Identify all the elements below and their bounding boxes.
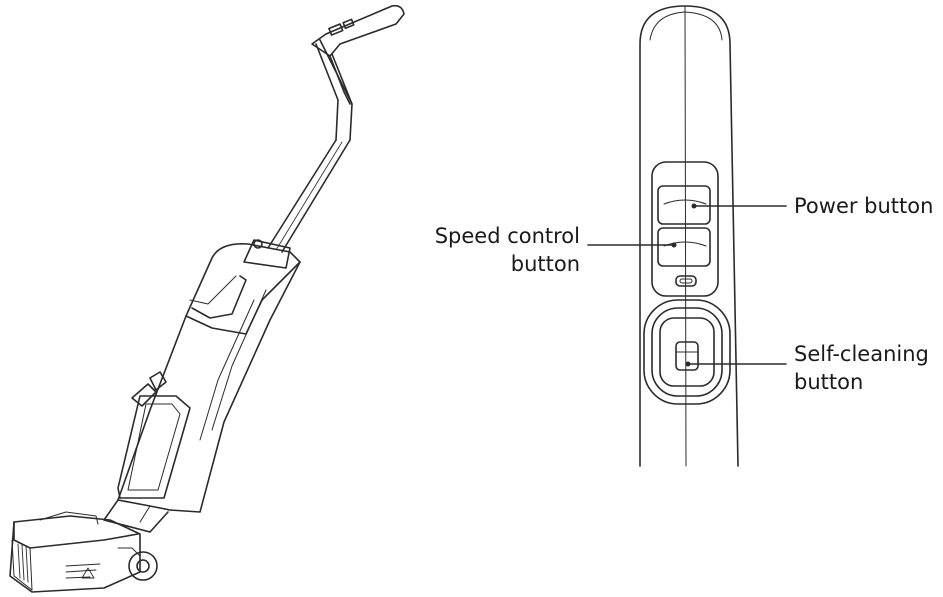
vacuum-body — [117, 315, 187, 511]
speed-label-line-2: button — [510, 252, 580, 276]
speed-control-button — [657, 227, 711, 267]
indicator-slot — [675, 275, 697, 287]
handle-closeup — [587, 5, 787, 467]
vacuum-grip-button — [328, 23, 344, 36]
vacuum-illustration — [9, 4, 405, 593]
vacuum-floor-head — [9, 515, 141, 593]
power-button — [657, 185, 711, 225]
self-cleaning-ring — [643, 299, 731, 405]
handle-outline — [639, 5, 739, 467]
vacuum-rear-wheel — [128, 551, 158, 581]
self-cleaning-label-line-2: button — [794, 370, 864, 394]
vacuum-body-upper — [185, 242, 301, 335]
button-panel — [651, 161, 719, 297]
vacuum-shaft — [267, 139, 337, 249]
power-button-label: Power button — [794, 192, 933, 220]
power-label-line-1: Power button — [794, 194, 934, 218]
self-cleaning-button — [675, 341, 699, 371]
speed-control-label: Speed control button — [412, 222, 580, 278]
speed-label-line-1: Speed control — [434, 224, 580, 248]
self-cleaning-label: Self-cleaning button — [794, 340, 929, 396]
handle-center-seam — [684, 5, 687, 467]
vacuum-water-tank — [117, 395, 191, 499]
self-cleaning-label-line-1: Self-cleaning — [794, 342, 929, 366]
vacuum-handle-grip — [311, 4, 405, 57]
